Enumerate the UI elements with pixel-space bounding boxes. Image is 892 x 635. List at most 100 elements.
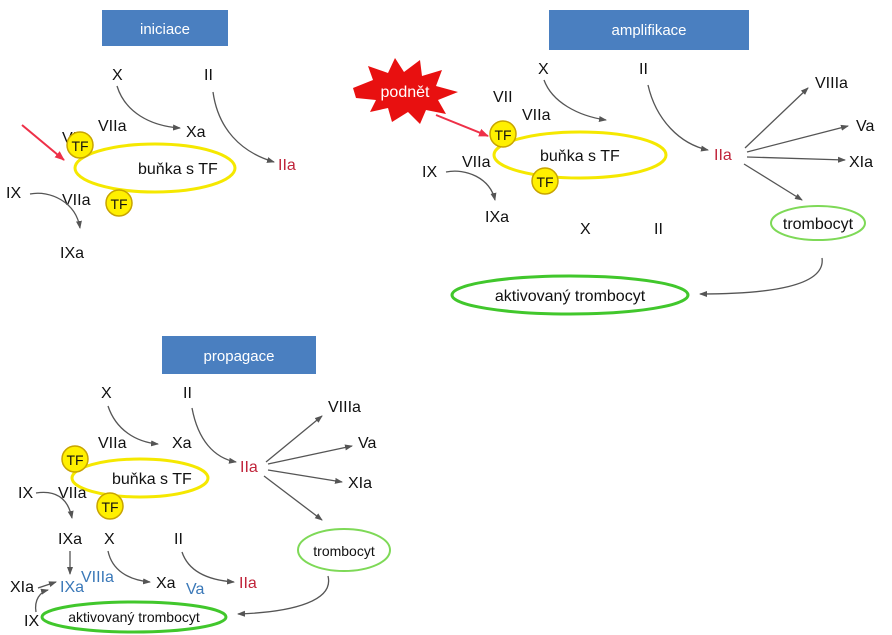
header-amplifikace: amplifikace [611, 22, 686, 39]
factor-xia-bottom: XIa [10, 579, 34, 596]
stimulus-arrow [21, 124, 65, 161]
factor-viiia-blue: VIIIa [81, 569, 114, 586]
arrow-ix-bottom-up [34, 588, 49, 613]
tf-label: TF [101, 499, 118, 515]
arrow-iia-to-xia [746, 156, 846, 163]
arrow-ii-to-iia [647, 84, 709, 152]
header-iniciace-box [102, 10, 228, 46]
factor-iia: IIa [278, 157, 296, 174]
arrow-xia-to-ixa [37, 581, 57, 589]
factor-ix-top: IX [18, 485, 33, 502]
factor-iia-bottom: IIa [239, 575, 257, 592]
factor-va-top: Va [358, 435, 376, 452]
factor-x-mid: X [104, 531, 115, 548]
tf-label: TF [71, 138, 88, 154]
platelet [770, 205, 866, 241]
activated-platelet-label: aktivovaný trombocyt [495, 288, 646, 305]
factor-ixa: IXa [485, 209, 509, 226]
tf-label: TF [66, 452, 83, 468]
factor-xa: Xa [186, 124, 206, 141]
panel-amplifikace: amplifikace X II podnět VII VIIa buňka s… [353, 10, 874, 316]
tf-label: TF [536, 174, 553, 190]
factor-iia: IIa [714, 147, 732, 164]
factor-xia: XIa [849, 154, 873, 171]
arrow-iia-to-va [746, 124, 849, 153]
stimulus-label: podnět [381, 84, 430, 101]
tf-badge [489, 120, 517, 148]
arrow-ii-to-iia [191, 407, 237, 464]
factor-viia-mid: VIIa [58, 485, 87, 502]
tf-badge [96, 492, 124, 520]
activated-platelet [40, 600, 228, 634]
factor-viia-top: VIIa [98, 435, 127, 452]
factor-ixa-blue: IXa [60, 579, 84, 596]
tf-badge [531, 167, 559, 195]
factor-xia-top: XIa [348, 475, 372, 492]
factor-viiia-top: VIIIa [328, 399, 361, 416]
factor-ii-mid: II [174, 531, 183, 548]
factor-iia-top: IIa [240, 459, 258, 476]
arrow-platelet-to-activated [699, 257, 823, 297]
arrow-iia-to-viiia [265, 415, 323, 463]
panel-iniciace: iniciace X II VII VIIa Xa IIa buňka s TF… [6, 10, 296, 262]
arrow-iia-to-xia [267, 469, 343, 484]
panel-propagace: propagace X II VIIa Xa buňka s TF TF TF … [10, 336, 391, 634]
tf-label: TF [110, 196, 127, 212]
factor-vii: VII [493, 89, 513, 106]
cell-with-tf [73, 142, 237, 194]
cell-with-tf [492, 130, 668, 180]
arrow-iia-to-va [267, 444, 353, 465]
tf-badge [66, 131, 94, 159]
arrow-x-to-xa-bottom [107, 550, 151, 585]
factor-ii-bottom: II [654, 221, 663, 238]
factor-va: Va [856, 118, 874, 135]
factor-viia-top: VIIa [522, 107, 551, 124]
arrow-x-to-cell [543, 79, 607, 122]
factor-xa-bottom: Xa [156, 575, 176, 592]
header-amplifikace-box [549, 10, 749, 50]
factor-xa-top: Xa [172, 435, 192, 452]
factor-ii-top: II [639, 61, 648, 78]
arrow-iia-to-viiia [744, 87, 809, 149]
header-iniciace: iniciace [140, 21, 190, 38]
cell-label: buňka s TF [138, 161, 218, 178]
activated-platelet [450, 274, 690, 316]
factor-x-top: X [538, 61, 549, 78]
factor-x-top: X [101, 385, 112, 402]
factor-viia-top: VIIa [98, 118, 127, 135]
factor-ixa: IXa [58, 531, 82, 548]
arrow-ii-to-iia [212, 91, 275, 163]
cell-with-tf [70, 457, 210, 499]
tf-badge [61, 445, 89, 473]
factor-va-blue: Va [186, 581, 204, 598]
factor-x-bottom: X [580, 221, 591, 238]
factor-ix: IX [422, 164, 437, 181]
cell-label: buňka s TF [112, 471, 192, 488]
platelet [297, 528, 391, 572]
arrow-iia-to-platelet [263, 475, 323, 521]
factor-ii-top: II [183, 385, 192, 402]
factor-ix-bottom: IX [24, 613, 39, 630]
factor-ii: II [204, 67, 213, 84]
arrow-ix-to-ixa [35, 491, 74, 519]
stimulus-arrow [435, 114, 489, 137]
cell-label: buňka s TF [540, 148, 620, 165]
factor-ix: IX [6, 185, 21, 202]
arrow-ix-to-ixa [29, 192, 82, 229]
factor-x: X [112, 67, 123, 84]
arrow-x-to-xa [116, 85, 181, 131]
tf-badge [105, 189, 133, 217]
arrow-ii-to-iia-bottom [181, 551, 235, 585]
header-propagace: propagace [204, 348, 275, 365]
tf-label: TF [494, 127, 511, 143]
arrow-platelet-to-activated [237, 575, 330, 617]
arrow-ix-to-ixa [445, 170, 497, 201]
factor-viia-mid: VIIa [462, 154, 491, 171]
arrow-x-to-xa [107, 405, 159, 447]
arrow-iia-to-platelet [743, 163, 803, 201]
platelet-label: trombocyt [783, 216, 854, 233]
platelet-label: trombocyt [313, 543, 375, 559]
activated-platelet-label: aktivovaný trombocyt [68, 609, 200, 625]
factor-viiia: VIIIa [815, 75, 848, 92]
